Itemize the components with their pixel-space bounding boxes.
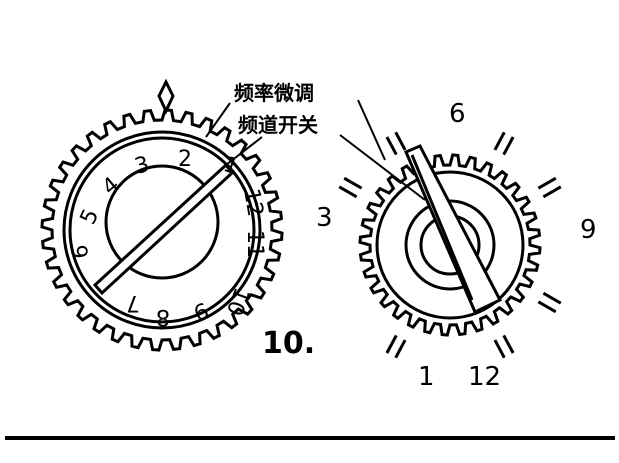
channel-switch-label: 频道开关 — [238, 113, 318, 137]
fine-tune-tick-mark — [385, 136, 398, 156]
fine-tune-tick-mark — [394, 339, 407, 359]
channel-knob-inner-ring — [68, 136, 256, 324]
fine-tune-number-12: 12 — [468, 362, 501, 392]
fine-tune-number-3: 3 — [316, 203, 333, 233]
channel-switch-leader-line-right — [339, 134, 426, 201]
channel-number-12: 12 — [238, 187, 267, 219]
fine-tune-tick-mark — [542, 185, 562, 199]
fine-tune-tick-mark — [493, 339, 506, 359]
fine-tune-tick-mark — [542, 291, 562, 305]
channel-number-7: 7 — [126, 290, 140, 315]
channel-switch-knob — [40, 108, 284, 352]
fine-tune-tick-mark — [343, 176, 363, 190]
fine-tuning-leader-line-right — [357, 99, 386, 161]
channel-knob-outer-ring — [62, 130, 262, 330]
fine-tune-number-9: 9 — [580, 215, 597, 245]
channel-knob-slot — [92, 162, 235, 296]
fine-tuning-label: 频率微调 — [234, 81, 314, 105]
channel-number-8: 8 — [156, 304, 170, 329]
fine-tuning-knob — [338, 131, 562, 359]
channel-knob-hub — [104, 164, 220, 280]
channel-number-3: 3 — [132, 152, 152, 180]
channel-dial-numbers: 1 2 3 4 5 6 7 8 9 10 11 12 — [68, 147, 268, 329]
channel-switch-leader-line — [225, 136, 263, 166]
fine-tune-tick-mark — [537, 176, 557, 190]
channel-number-11: 11 — [242, 230, 267, 258]
channel-number-2: 2 — [178, 147, 192, 172]
fine-tune-tick-mark — [502, 334, 515, 354]
fine-tune-tick-mark — [338, 185, 358, 199]
diamond-icon — [157, 78, 175, 115]
fine-tune-number-1: 1 — [418, 362, 435, 392]
fine-tune-outer-ring — [375, 170, 525, 320]
fine-tune-tick-mark — [385, 334, 398, 354]
fine-tune-gear-edge — [358, 153, 542, 337]
fine-tune-tick-mark — [537, 300, 557, 314]
fine-tune-number-6: 6 — [449, 99, 466, 129]
channel-number-9: 9 — [190, 296, 212, 324]
figure-number: 10. — [262, 326, 315, 361]
channel-number-6: 6 — [68, 244, 94, 260]
fine-tune-tick-mark — [394, 131, 407, 151]
channel-number-5: 5 — [76, 205, 105, 228]
fine-tune-tick-mark — [493, 131, 506, 151]
fine-tune-pointer — [404, 144, 503, 315]
channel-knob-gear-edge — [40, 108, 284, 352]
fine-tune-pointer-groove — [410, 154, 474, 301]
fine-tuning-leader-line — [205, 102, 231, 138]
fine-tune-tick-mark — [502, 136, 515, 156]
